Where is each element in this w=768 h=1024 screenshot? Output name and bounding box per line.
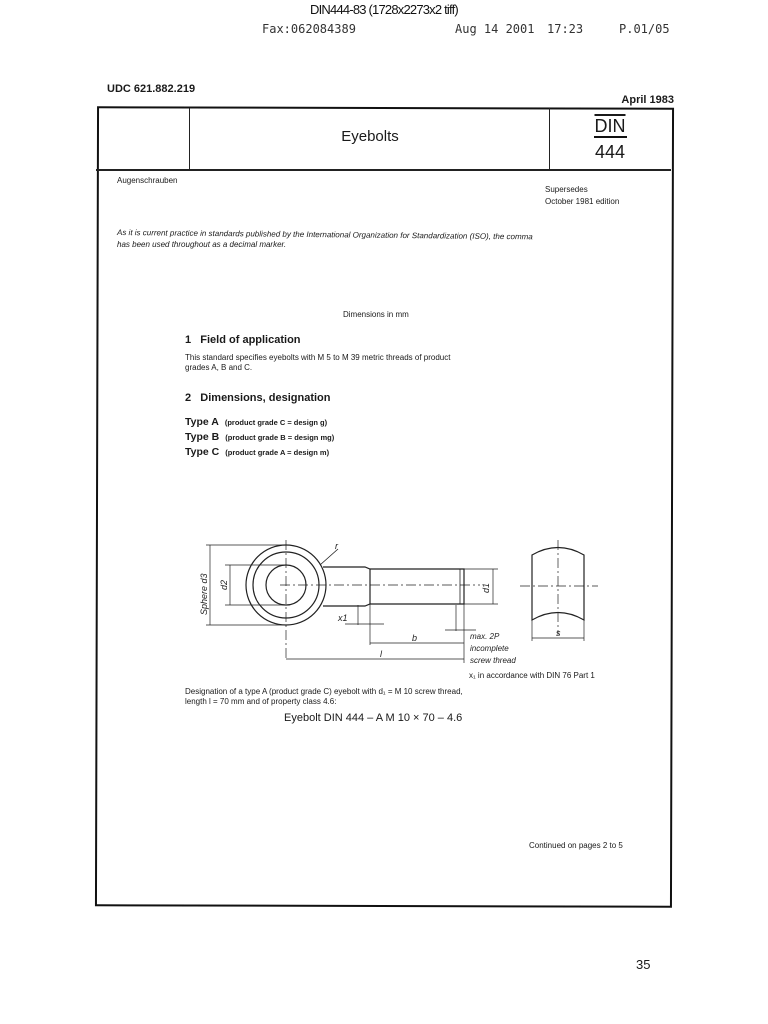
- fax-time: 17:23: [547, 22, 584, 36]
- fax-date: Aug 14 2001: [455, 22, 535, 36]
- d1-label: d1: [481, 583, 491, 593]
- type-label: Type B: [185, 431, 220, 443]
- max-2p-label: max. 2P: [470, 632, 500, 641]
- b-label: b: [412, 633, 417, 643]
- type-list: Type A (product grade C = design g) Type …: [185, 415, 334, 460]
- viewer-title: DIN444-83 (1728x2273x2 tiff): [310, 2, 459, 17]
- s-label: s: [556, 628, 561, 638]
- supersedes-edition: October 1981 edition: [545, 197, 620, 206]
- designation-example: Eyebolt DIN 444 – A M 10 × 70 – 4.6: [284, 712, 463, 724]
- standard-number: 444: [594, 142, 626, 162]
- supersedes-label: Supersedes: [545, 185, 588, 194]
- d2-label: d2: [219, 580, 229, 590]
- dimensions-note: Dimensions in mm: [343, 310, 409, 319]
- type-row: Type A (product grade C = design g): [185, 415, 334, 430]
- x1-label: x1: [337, 613, 348, 623]
- iso-note-line2: has been used throughout as a decimal ma…: [117, 240, 287, 249]
- document-title: Eyebolts: [341, 128, 399, 145]
- continued-note: Continued on pages 2 to 5: [529, 841, 623, 850]
- din-logo: DIN: [593, 116, 627, 138]
- sphere-label: Sphere d3: [199, 573, 209, 615]
- section2-heading: 2 Dimensions, designation: [185, 392, 331, 404]
- type-desc: (product grade A = design m): [225, 448, 330, 457]
- screw-thread-label: screw thread: [470, 656, 516, 665]
- type-desc: (product grade B = design mg): [225, 433, 335, 442]
- issue-date: April 1983: [621, 94, 674, 106]
- standard-box: DIN 444: [551, 110, 669, 163]
- udc-code: UDC 621.882.219: [107, 83, 196, 95]
- fax-page: P.01/05: [619, 22, 670, 36]
- fax-number: Fax:062084389: [262, 22, 356, 36]
- type-row: Type C (product grade A = design m): [185, 445, 334, 460]
- page-number: 35: [636, 957, 651, 972]
- x1-note: x₁ in accordance with DIN 76 Part 1: [469, 671, 595, 680]
- type-label: Type A: [185, 416, 219, 428]
- r-label: r: [335, 541, 339, 551]
- section1-text-line1: This standard specifies eyebolts with M …: [185, 353, 451, 362]
- header-col-divider-left: [189, 108, 190, 170]
- incomplete-label: incomplete: [470, 644, 509, 653]
- header-col-divider-right: [549, 108, 550, 170]
- type-desc: (product grade C = design g): [224, 418, 328, 427]
- type-row: Type B (product grade B = design mg): [185, 430, 334, 445]
- section1-text-line2: grades A, B and C.: [185, 363, 253, 372]
- section1-heading: 1 Field of application: [185, 334, 301, 346]
- document-frame: [94, 106, 675, 908]
- designation-line2: length l = 70 mm and of property class 4…: [185, 697, 337, 706]
- type-label: Type C: [185, 446, 220, 458]
- l-label: l: [380, 649, 383, 659]
- designation-line1: Designation of a type A (product grade C…: [185, 687, 463, 696]
- eyebolt-drawing: Sphere d3 d2 d1 r x1 b l s max. 2P incom…: [199, 540, 598, 665]
- german-title: Augenschrauben: [117, 176, 178, 185]
- header-divider: [96, 169, 671, 171]
